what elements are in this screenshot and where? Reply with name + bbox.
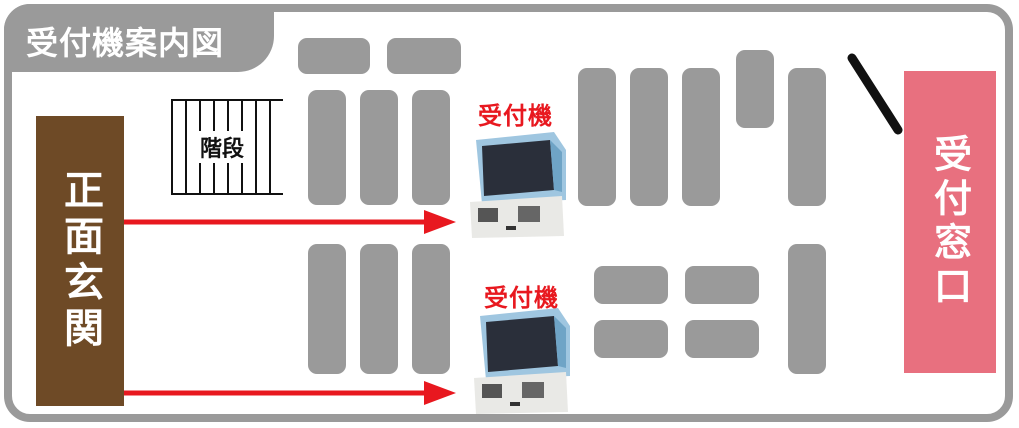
- stairs-label: 階段: [199, 131, 246, 163]
- lower-left-block-3: [412, 244, 450, 374]
- title-tab: 受付機案内図: [4, 4, 274, 72]
- stairs-icon: 階段: [171, 99, 283, 195]
- page-title: 受付機案内図: [26, 24, 225, 62]
- kiosk-label-upper: 受付機: [478, 102, 553, 130]
- lower-left-block-2: [360, 244, 398, 374]
- kiosk-label-lower: 受付機: [484, 284, 559, 312]
- arrow-icon: [124, 381, 456, 405]
- lower-left-block-1: [308, 244, 346, 374]
- upper-left-block-1: [308, 90, 346, 205]
- upper-right-block-3: [682, 68, 720, 206]
- lower-right-block-2: [685, 266, 759, 304]
- lower-right-block-3: [594, 320, 668, 358]
- kiosk-icon: [470, 132, 566, 238]
- arrow-icon: [124, 210, 456, 234]
- upper-right-block-2: [630, 68, 668, 206]
- upper-right-block-4: [736, 50, 774, 128]
- top-block-1: [298, 38, 370, 74]
- entrance: 正面玄関: [36, 116, 124, 406]
- upper-right-block-1: [578, 68, 616, 206]
- door-icon: [847, 53, 903, 135]
- upper-right-block-5: [788, 68, 826, 206]
- counter-label: 受付窓口: [927, 134, 972, 310]
- lower-right-block-5: [788, 244, 826, 374]
- upper-left-block-2: [360, 90, 398, 205]
- reception-counter: 受付窓口: [904, 71, 996, 373]
- entrance-label: 正面玄関: [57, 169, 103, 353]
- lower-right-block-1: [594, 266, 668, 304]
- kiosk-icon: [474, 308, 570, 414]
- lower-right-block-4: [685, 320, 759, 358]
- upper-left-block-3: [412, 90, 450, 205]
- top-block-2: [387, 38, 461, 74]
